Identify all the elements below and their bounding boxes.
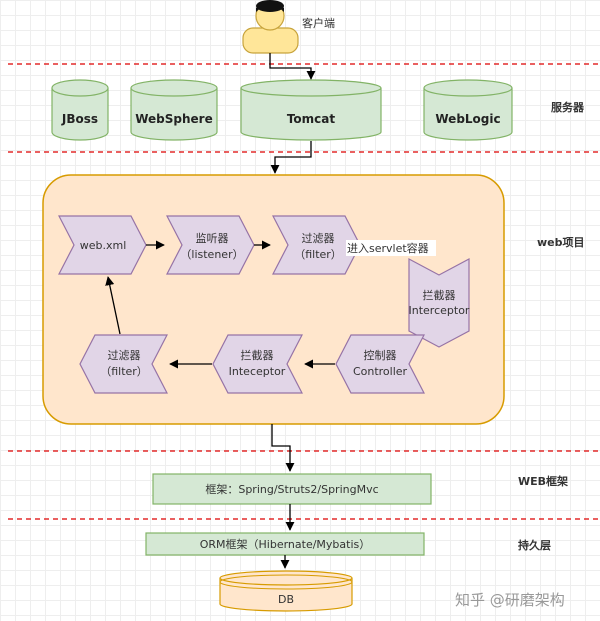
- controller-line1: 控制器: [364, 348, 397, 362]
- step-interceptor-right: 拦截器 Interceptor: [408, 258, 470, 348]
- arrow-filter-to-webxml: [105, 276, 121, 335]
- arrow-client-to-tomcat: [269, 53, 316, 80]
- filter-bottom-line2: （filter）: [100, 365, 148, 378]
- server-tomcat-label: Tomcat: [287, 112, 336, 126]
- servlet-container-label-bg: [346, 240, 436, 256]
- arrow-tomcat-to-project: [270, 141, 312, 174]
- server-layer-label: 服务器: [551, 100, 585, 114]
- flow-arrows: [105, 240, 335, 369]
- step-interceptor-bottom: 拦截器 Inteceptor: [212, 334, 303, 394]
- watermark: 知乎 @研磨架构: [455, 591, 565, 609]
- web-project-layer-label: web项目: [537, 236, 585, 249]
- client-user-icon: [242, 0, 299, 54]
- listener-line1: 监听器: [196, 232, 229, 245]
- filter-bottom-line1: 过滤器: [108, 349, 141, 362]
- web-framework-box: [152, 473, 432, 505]
- filter-top-line2: （filter）: [294, 248, 342, 261]
- step-filter-top: 过滤器 （filter）: [272, 215, 361, 275]
- step-webxml: web.xml: [58, 215, 147, 275]
- filter-top-line1: 过滤器: [302, 232, 335, 245]
- database-label: DB: [278, 593, 294, 606]
- servlet-container-label: 进入servlet容器: [347, 241, 429, 255]
- interceptor-bottom-line1: 拦截器: [241, 348, 274, 362]
- interceptor-bottom-line2: Inteceptor: [229, 365, 286, 378]
- arrow-project-to-framework: [271, 424, 295, 472]
- interceptor-right-line2: Interceptor: [409, 304, 470, 317]
- database-cylinder: DB: [219, 570, 353, 612]
- web-framework-layer-label: WEB框架: [518, 474, 568, 488]
- listener-line2: （listener）: [180, 248, 243, 261]
- server-tomcat: Tomcat: [240, 79, 382, 141]
- server-weblogic-label: WebLogic: [435, 112, 500, 126]
- controller-line2: Controller: [353, 365, 408, 378]
- orm-text: ORM框架（Hibernate/Mybatis）: [200, 538, 371, 551]
- step-filter-bottom: 过滤器 （filter）: [79, 334, 168, 394]
- server-jboss-label: JBoss: [61, 112, 98, 126]
- step-listener: 监听器 （listener）: [166, 215, 255, 275]
- server-weblogic: WebLogic: [423, 79, 513, 141]
- client-label: 客户端: [302, 16, 335, 30]
- web-framework-text: 框架：Spring/Struts2/SpringMvc: [205, 483, 378, 496]
- server-jboss: JBoss: [51, 79, 109, 141]
- step-controller: 控制器 Controller: [335, 334, 425, 394]
- webxml-label: web.xml: [80, 239, 127, 252]
- server-websphere: WebSphere: [130, 79, 218, 141]
- interceptor-right-line1: 拦截器: [423, 288, 456, 302]
- server-websphere-label: WebSphere: [135, 112, 213, 126]
- persistence-layer-label: 持久层: [518, 538, 551, 552]
